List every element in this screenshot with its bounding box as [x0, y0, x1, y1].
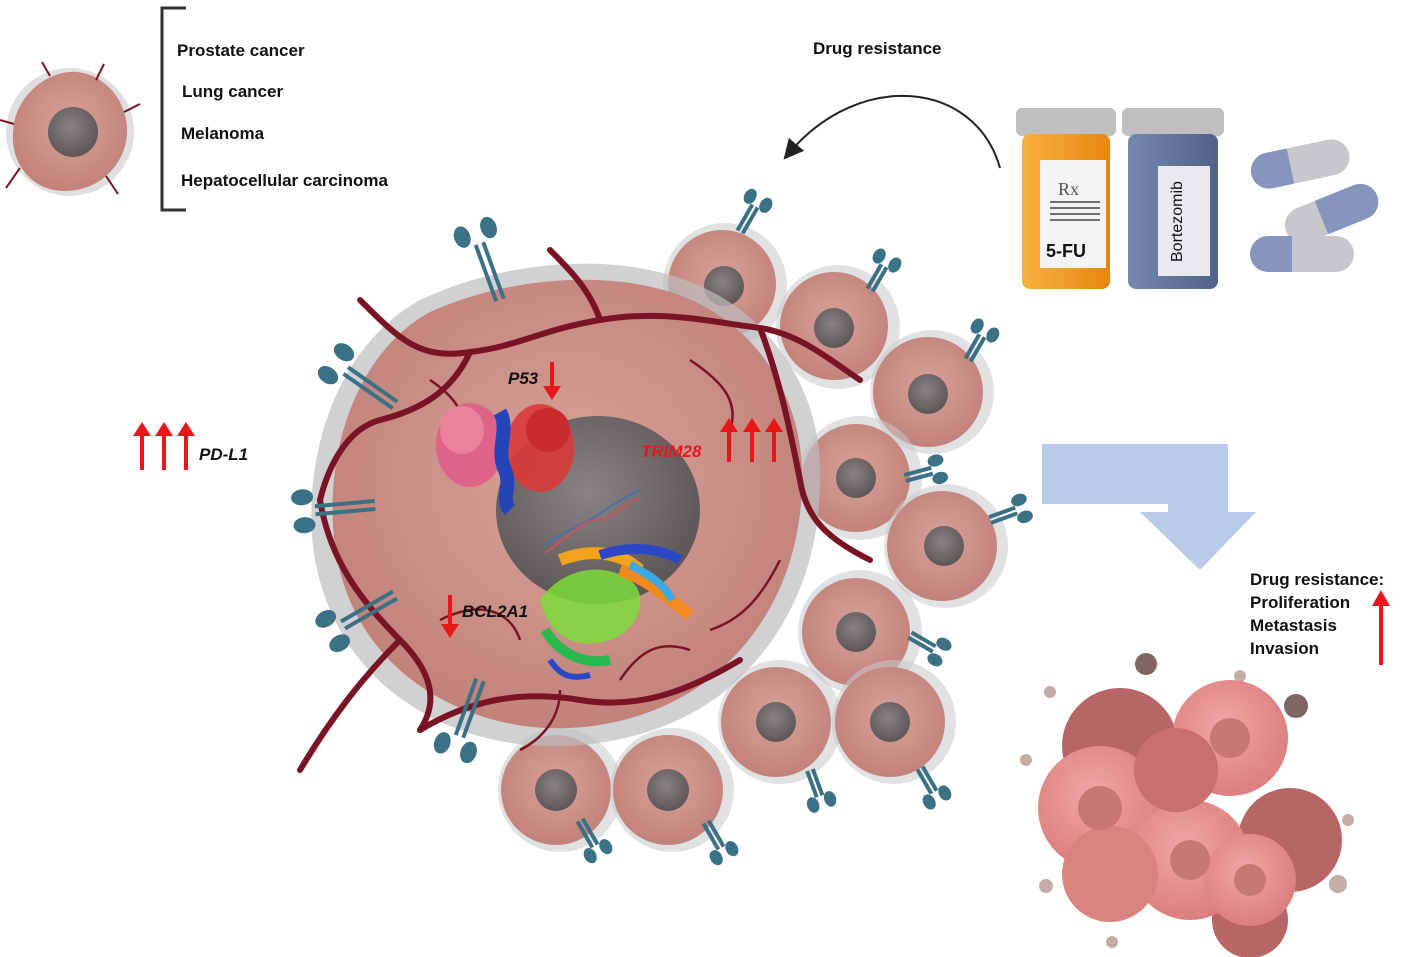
drug-resistance-label: Drug resistance — [813, 39, 942, 58]
dna-helix — [544, 489, 641, 554]
cancer-type-label: Melanoma — [181, 124, 265, 143]
cancer-type-label: Lung cancer — [182, 82, 284, 101]
bcl2a1-down-arrow — [441, 595, 459, 638]
gene-label-p53: P53 — [508, 369, 539, 388]
drug-label-5fu: 5-FU — [1046, 241, 1086, 261]
gene-label-bcl2a1: BCL2A1 — [462, 602, 529, 621]
cell-d — [798, 416, 922, 540]
cell-g — [718, 660, 842, 784]
cell-i — [498, 728, 622, 852]
bcl2a1-protein-structure — [540, 543, 694, 680]
cell-e — [884, 484, 1008, 608]
small-cancer-cell-icon — [0, 61, 141, 196]
trim28-up-arrows — [720, 418, 783, 462]
resistant-tumor-cluster — [1020, 653, 1354, 957]
gene-label-pdl1: PD-L1 — [199, 445, 249, 464]
drug-bottle-bortezomib — [1122, 108, 1224, 289]
cancer-type-label: Hepatocellular carcinoma — [181, 171, 388, 190]
outcome-item: Metastasis — [1250, 616, 1337, 635]
cancer-list-bracket — [160, 6, 186, 212]
cell-j — [610, 728, 734, 852]
cell-h — [832, 660, 956, 784]
capsule-pills-icon — [1250, 139, 1379, 272]
cell-c — [870, 330, 994, 454]
outcome-item: Invasion — [1250, 639, 1319, 658]
pdl1-up-arrows — [133, 422, 195, 470]
surrounding-cancer-cells — [498, 223, 1008, 852]
outcome-up-arrow — [1372, 590, 1390, 665]
p53-protein-structure — [436, 403, 574, 515]
outcome-item: Proliferation — [1250, 593, 1351, 612]
drug-resistance-curved-arrow — [783, 94, 1001, 169]
cell-b — [776, 265, 900, 389]
drug-bottle-5fu — [1016, 108, 1116, 289]
rx-symbol: Rx — [1058, 179, 1080, 199]
receptors — [291, 188, 1033, 866]
p53-down-arrow — [543, 362, 561, 400]
outcome-title: Drug resistance: — [1250, 570, 1385, 589]
blood-vessels — [297, 247, 873, 773]
drug-label-bortezomib: Bortezomib — [1169, 181, 1186, 262]
cancer-type-label: Prostate cancer — [177, 41, 305, 60]
progression-big-arrow — [1042, 444, 1256, 570]
gene-label-trim28: TRIM28 — [641, 442, 702, 461]
